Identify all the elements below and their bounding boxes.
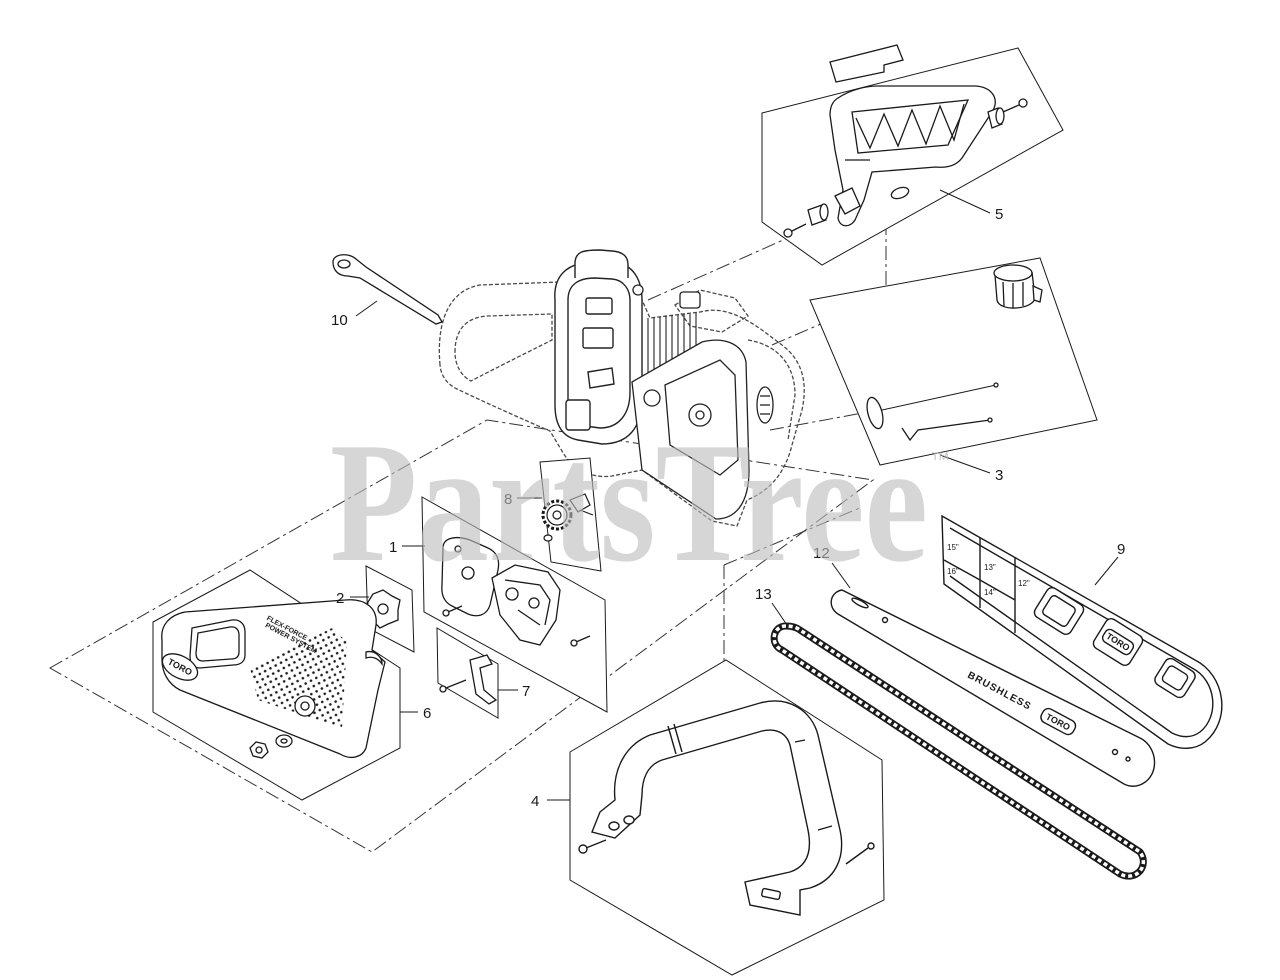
callout-8: 8 xyxy=(504,491,512,508)
mount-boss-left xyxy=(643,389,661,407)
assembly-frame-outline xyxy=(48,419,875,853)
bar-scale-15: 15" xyxy=(947,543,959,552)
handle-mount-hole-2 xyxy=(623,815,635,825)
bar-scale-14: 14" xyxy=(984,588,996,597)
oil-cap-seat xyxy=(679,291,701,309)
callout-10: 10 xyxy=(331,312,348,329)
part-5-chain-brake-kit xyxy=(783,44,1028,238)
battery-housing xyxy=(554,249,643,445)
part-10-wrench xyxy=(332,254,443,325)
package-hang-tab xyxy=(829,44,904,83)
part-3-oil-cap-kit xyxy=(866,264,1043,442)
handle-mount-hole-1 xyxy=(608,821,620,831)
part-7-bracket xyxy=(439,654,498,705)
handle-pin-right xyxy=(845,847,869,865)
trigger-block xyxy=(565,399,591,431)
callout-12: 12 xyxy=(813,545,830,562)
side-cover-toro-logo xyxy=(161,653,199,681)
part-9-bar-cover: 15" 16" 13" 14" 12" TORO xyxy=(941,514,1223,749)
oil-cap-strap xyxy=(901,419,991,442)
oil-cap-tab xyxy=(1032,284,1043,303)
plate-screw-left xyxy=(447,605,463,613)
bar-cover-window-1 xyxy=(1033,587,1085,635)
sprocket-clip xyxy=(569,493,591,513)
part-6-side-cover: TORO FLEX-FORCE POWER SYSTEM xyxy=(161,599,386,759)
guide-bar-tip-rivet-2 xyxy=(1125,756,1131,762)
bar-cover-toro-badge xyxy=(1101,628,1135,656)
part-13-saw-chain xyxy=(770,622,1147,880)
bracket-screw xyxy=(445,679,467,689)
leader-5 xyxy=(939,189,991,214)
callout-9: 9 xyxy=(1117,541,1125,558)
callout-4: 4 xyxy=(531,793,539,810)
callout-7: 7 xyxy=(522,683,530,700)
side-cover-window xyxy=(189,619,246,669)
chain-brake-lattice xyxy=(851,99,970,154)
callout-2: 2 xyxy=(336,590,344,607)
bar-cover-window-3 xyxy=(1154,657,1196,699)
callout-13: 13 xyxy=(755,586,772,603)
motor-opening xyxy=(631,284,774,520)
callout-5: 5 xyxy=(995,206,1003,223)
saw-chain-links xyxy=(770,622,1147,880)
leader-lines xyxy=(350,189,1119,801)
handle-screw-left xyxy=(585,839,607,849)
bar-scale-13: 13" xyxy=(984,563,996,572)
guide-bar-slot xyxy=(851,597,869,609)
guide-bar-outline xyxy=(830,589,1156,787)
mount-boss-top xyxy=(632,284,644,296)
battery-slot-mid xyxy=(582,327,614,349)
battery-lug xyxy=(574,249,629,278)
brake-ring xyxy=(890,186,910,200)
brake-screw-bottom xyxy=(789,223,807,233)
guide-bar-tip-rivet-1 xyxy=(1111,748,1119,756)
drive-gear-hub xyxy=(695,410,705,420)
front-handle-tube xyxy=(591,700,843,916)
callout-3: 3 xyxy=(995,467,1003,484)
callout-1: 1 xyxy=(389,539,397,556)
plate-screw-right xyxy=(575,635,591,643)
rear-handle-opening xyxy=(454,313,553,382)
bar-cover-inner-border xyxy=(949,527,1214,738)
bar-scale-16: 16" xyxy=(947,567,959,576)
bar-cover-outline xyxy=(941,514,1223,749)
assembly-line-to-panel-3 xyxy=(769,411,869,431)
battery-latch xyxy=(587,367,615,389)
watermark-text: PartsTree xyxy=(330,408,928,598)
oil-cap-oring xyxy=(866,396,884,430)
side-cover-crescent xyxy=(365,650,383,667)
leader-12 xyxy=(831,562,851,589)
leader-13 xyxy=(771,602,788,626)
sprocket-hub xyxy=(552,510,562,520)
watermark-trademark: ™ xyxy=(930,449,950,471)
side-cover-dot-grid xyxy=(250,628,347,728)
leader-3 xyxy=(939,454,991,474)
callout-6: 6 xyxy=(423,705,431,722)
oil-hose-line xyxy=(881,384,997,411)
leader-10 xyxy=(355,300,378,317)
front-bumper xyxy=(747,339,796,441)
brake-screw-head-top xyxy=(1018,98,1028,108)
brake-screw-head-bottom xyxy=(783,228,793,238)
battery-slot-top xyxy=(585,297,613,315)
part-8-sprocket-kit xyxy=(541,493,594,542)
wrench-ring-hole xyxy=(337,259,351,269)
part-4-front-handle xyxy=(578,700,875,916)
callouts: 10 5 3 8 1 2 6 7 4 12 13 9 xyxy=(331,206,1125,810)
brake-knob xyxy=(834,187,861,215)
oil-cap-top xyxy=(993,264,1033,282)
part-1-motor-plate xyxy=(441,537,591,647)
motor-block xyxy=(491,564,561,646)
guide-bar-toro-badge xyxy=(1040,707,1077,736)
handle-foot-hole xyxy=(761,887,781,901)
brake-screw-top xyxy=(1002,104,1020,113)
sprocket-washer xyxy=(543,534,553,542)
bar-scale-12: 12" xyxy=(1018,579,1030,588)
watermark: PartsTree ™ xyxy=(330,408,950,598)
leader-9 xyxy=(1094,556,1119,586)
